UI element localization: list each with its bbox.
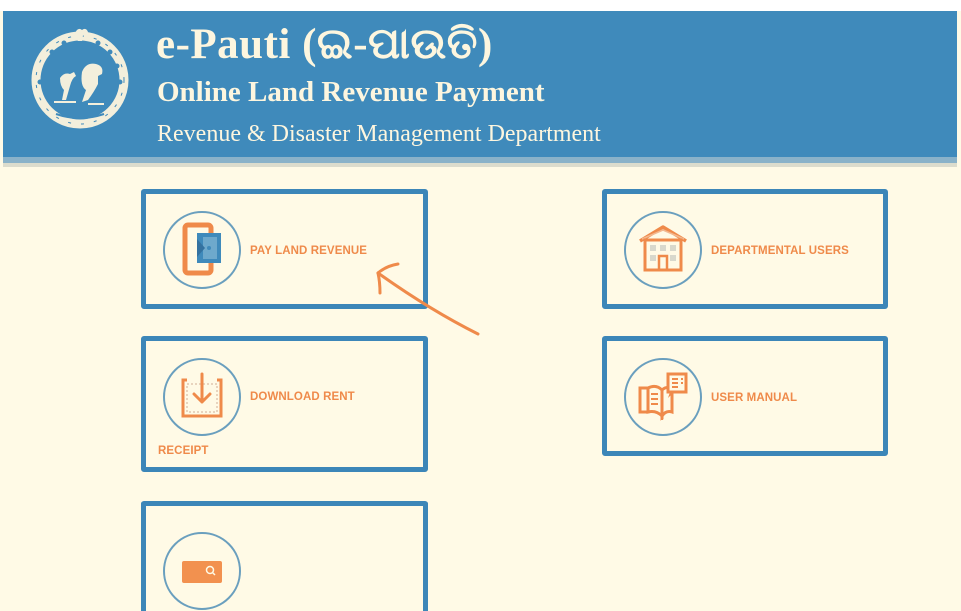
search-card-icon — [182, 561, 222, 583]
odisha-emblem-icon — [22, 14, 138, 130]
download-icon — [181, 372, 223, 418]
pay-land-revenue-card[interactable]: PAY LAND REVENUE — [141, 189, 428, 309]
app-subtitle: Online Land Revenue Payment — [157, 76, 545, 108]
header-shadow — [3, 157, 957, 163]
top-margin — [0, 0, 961, 11]
icon-circle — [163, 532, 241, 610]
icon-circle — [624, 358, 702, 436]
manual-book-icon — [638, 372, 688, 421]
header-banner — [3, 11, 957, 157]
mobile-payment-icon — [182, 222, 221, 276]
card-label-line2: RECEIPT — [158, 445, 209, 457]
card-label: PAY LAND REVENUE — [250, 245, 368, 257]
icon-circle — [163, 358, 241, 436]
building-icon — [639, 225, 687, 272]
user-manual-card[interactable]: USER MANUAL — [602, 336, 888, 456]
app-title: e-Pauti (ଇ-ପାଉତି) — [156, 21, 493, 68]
download-rent-receipt-card[interactable]: DOWNLOAD RENT RECEIPT — [141, 336, 428, 472]
card-label: DEPARTMENTAL USERS — [711, 245, 849, 257]
department-name: Revenue & Disaster Management Department — [157, 121, 601, 147]
search-card[interactable] — [141, 501, 428, 611]
icon-circle — [624, 211, 702, 289]
departmental-users-card[interactable]: DEPARTMENTAL USERS — [602, 189, 888, 309]
card-label: DOWNLOAD RENT — [250, 391, 355, 403]
icon-circle — [163, 211, 241, 289]
header-shadow-bottom — [3, 163, 957, 167]
card-label: USER MANUAL — [711, 392, 798, 404]
